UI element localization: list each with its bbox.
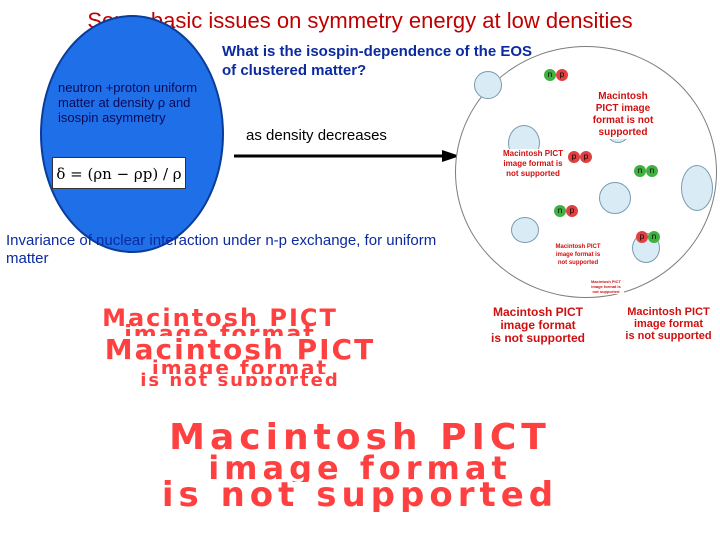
arrow-right-icon: [234, 150, 460, 162]
pict-placeholder-large: is not supported: [140, 372, 340, 386]
proton: p: [580, 151, 592, 163]
pict-placeholder: Macintosh PICT image format is not suppo…: [617, 306, 720, 342]
uniform-matter-circle: [40, 15, 224, 253]
pict-placeholder: Macintosh PICT image format is not suppo…: [478, 306, 598, 345]
pict-line: Macintosh PICT: [492, 305, 583, 319]
pict-placeholder-large: Macintosh PICT: [102, 306, 338, 328]
pict-placeholder: Macintosh PICT image format is not suppo…: [588, 91, 658, 139]
pict-placeholder-large: image format: [208, 452, 512, 482]
pict-line: image format: [500, 318, 576, 332]
asymmetry-formula: δ = (ρn − ρp) / ρ: [52, 157, 186, 189]
proton: p: [566, 205, 578, 217]
neutron: n: [544, 69, 556, 81]
density-label: as density decreases: [246, 127, 387, 144]
cluster-bubble: [474, 71, 502, 99]
cluster-bubble: [511, 217, 539, 243]
neutron: n: [554, 205, 566, 217]
pict-line: is not supported: [625, 330, 712, 342]
page-title: Some basic issues on symmetry energy at …: [87, 8, 633, 33]
pict-placeholder-large: Macintosh PICT: [169, 420, 551, 454]
pict-line: is not supported: [491, 331, 585, 345]
pict-placeholder-large: image format: [151, 358, 329, 374]
pict-line: image format: [633, 318, 704, 330]
pict-line: Macintosh PICT: [627, 306, 710, 318]
pict-placeholder-large: Macintosh PICT: [104, 336, 376, 362]
neutron: n: [648, 231, 660, 243]
neutron: n: [646, 165, 658, 177]
question-text: What is the isospin-dependence of the EO…: [222, 43, 533, 79]
uniform-matter-text: neutron +proton uniform matter at densit…: [58, 80, 198, 125]
cluster-bubble: [681, 165, 713, 211]
proton: p: [636, 231, 648, 243]
pict-placeholder: Macintosh PICT image format is not suppo…: [552, 243, 604, 267]
pict-placeholder: Macintosh PICT image format is not suppo…: [588, 279, 624, 294]
invariance-text: Invariance of nuclear interaction under …: [6, 232, 437, 267]
cluster-bubble: [599, 182, 631, 214]
pict-placeholder: Macintosh PICT image format is not suppo…: [502, 149, 564, 179]
pict-placeholder-large: is not supported: [161, 478, 559, 512]
pict-placeholder-large: image format: [20, 324, 420, 336]
neutron: n: [634, 165, 646, 177]
proton: p: [568, 151, 580, 163]
clustered-matter-circle: n p p p n n n p p n Macintosh PICT image…: [455, 46, 717, 298]
proton: p: [556, 69, 568, 81]
